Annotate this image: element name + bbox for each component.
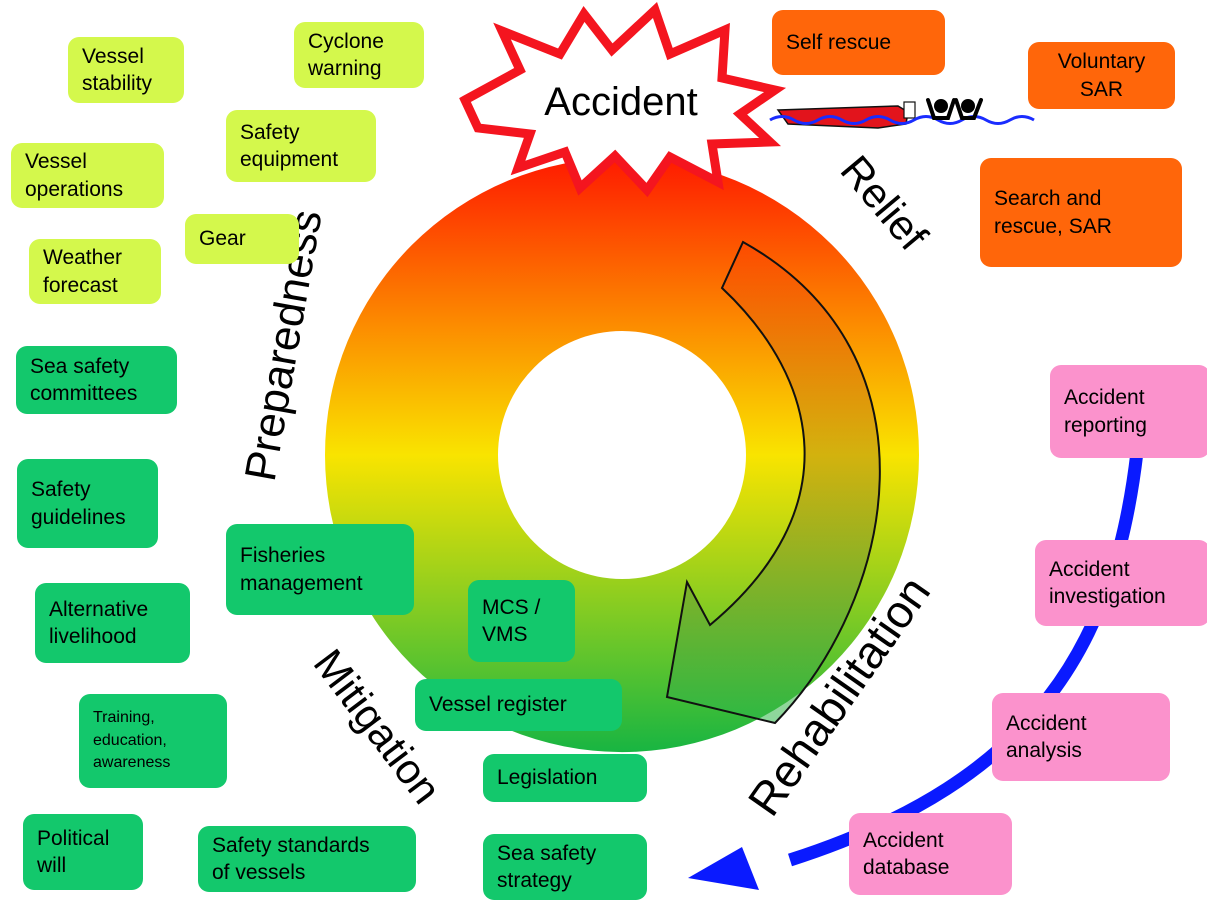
box-gear: Gear [185,214,299,264]
box-fisheries-management: Fisheries management [226,524,414,615]
box-search-and-rescue: Search and rescue, SAR [980,158,1182,267]
box-voluntary-sar: Voluntary SAR [1028,42,1175,109]
box-vessel-register: Vessel register [415,679,622,731]
box-safety-standards-of-vessels: Safety standards of vessels [198,826,416,892]
box-training-education-awareness: Training, education, awareness [79,694,227,788]
box-legislation: Legislation [483,754,647,802]
feedback-arrowhead-icon [688,847,759,890]
box-sea-safety-committees: Sea safety committees [16,346,177,414]
box-safety-guidelines: Safety guidelines [17,459,158,548]
box-safety-equipment: Safety equipment [226,110,376,182]
accident-burst-icon [459,1,787,198]
clockwise-arrow [665,240,881,725]
box-political-will: Political will [23,814,143,890]
box-self-rescue: Self rescue [772,10,945,75]
capsized-boat-icon [776,101,916,129]
box-weather-forecast: Weather forecast [29,239,161,304]
box-accident-analysis: Accident analysis [992,693,1170,781]
box-accident-investigation: Accident investigation [1035,540,1207,626]
people-in-water-icon [926,98,983,120]
box-vessel-stability: Vessel stability [68,37,184,103]
accident-title: Accident [544,80,697,124]
phase-label-relief: Relief [832,146,937,259]
box-mcs-vms: MCS / VMS [468,580,575,662]
box-accident-reporting: Accident reporting [1050,365,1207,458]
box-alternative-livelihood: Alternative livelihood [35,583,190,663]
box-sea-safety-strategy: Sea safety strategy [483,834,647,900]
box-cyclone-warning: Cyclone warning [294,22,424,88]
box-accident-database: Accident database [849,813,1012,895]
water-waves [769,115,1035,125]
box-vessel-operations: Vessel operations [11,143,164,208]
